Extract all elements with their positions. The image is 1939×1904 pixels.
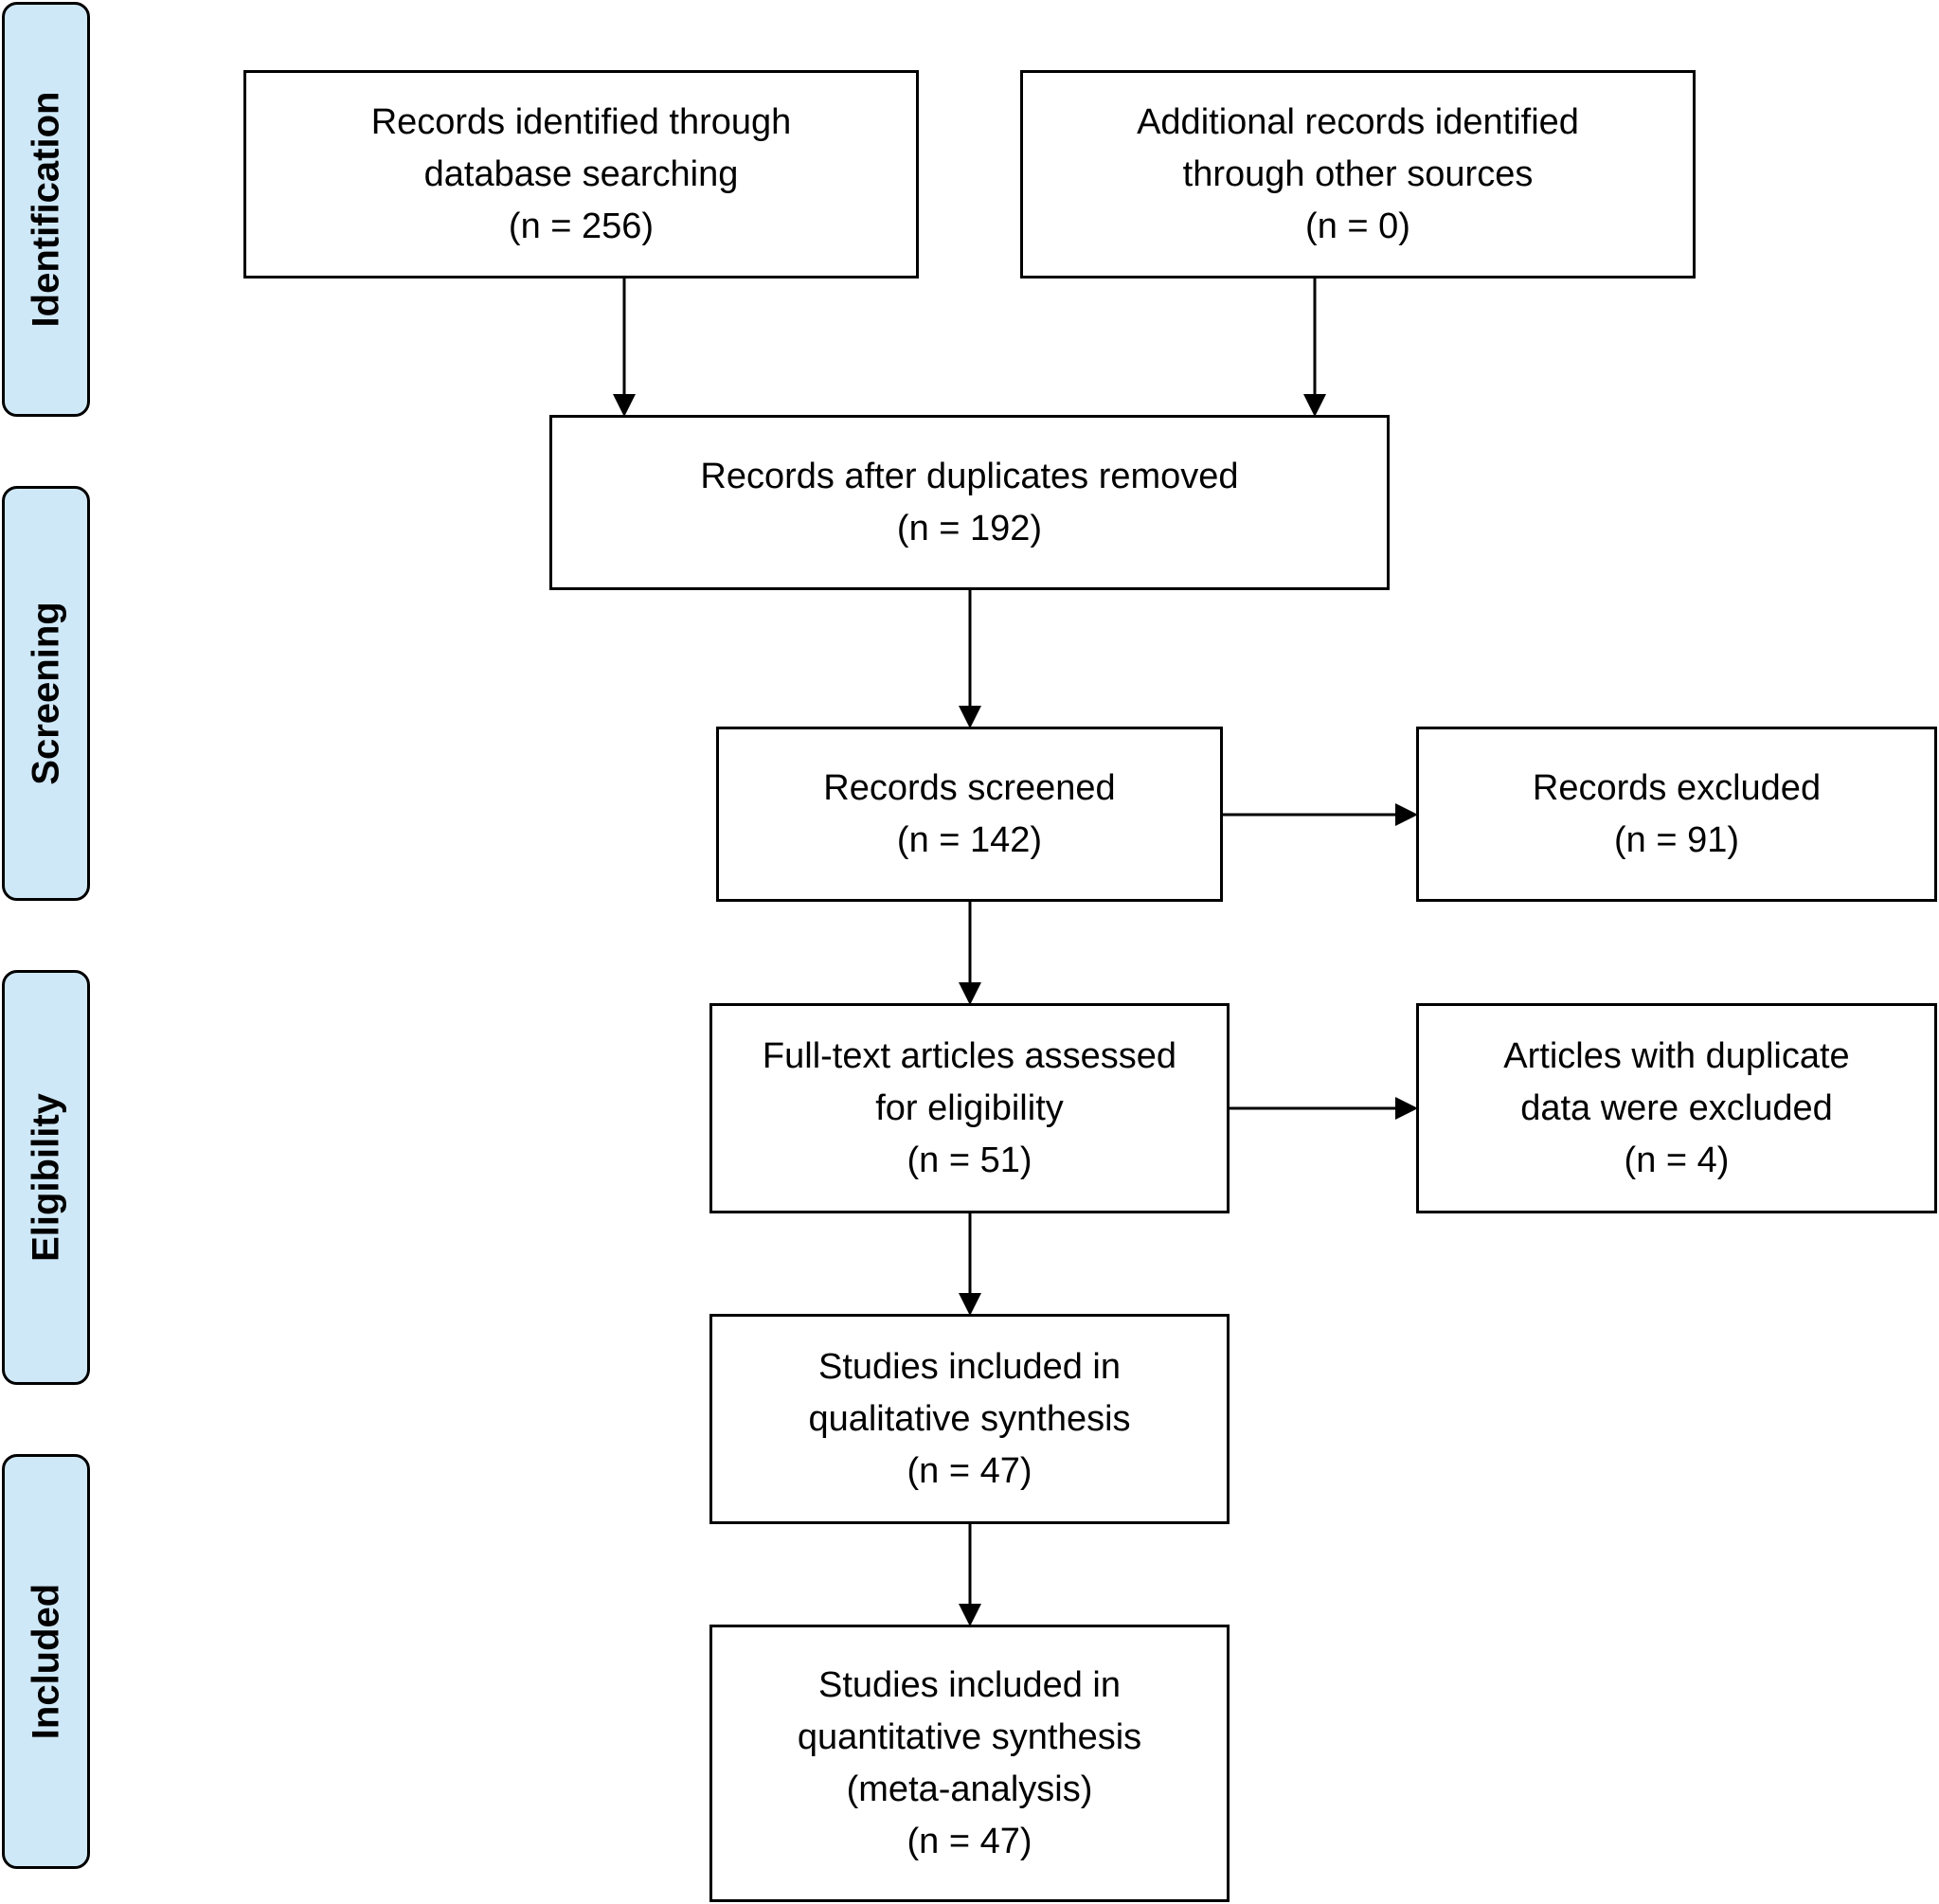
box-records-excluded: Records excluded (n = 91): [1416, 727, 1937, 902]
box-other-sources-line-1: Additional records identified: [1137, 101, 1579, 142]
box-other-sources: Additional records identified through ot…: [1020, 70, 1696, 278]
box-database-records-line-1: Records identified through: [370, 101, 792, 142]
box-records-excluded-line-1: Records excluded: [1532, 767, 1822, 808]
box-quantitative-synthesis-line-1: Studies included in: [818, 1664, 1121, 1705]
box-records-screened-count: (n = 142): [896, 819, 1043, 860]
box-full-text-assessed-count: (n = 51): [907, 1140, 1032, 1180]
box-after-duplicates: Records after duplicates removed (n = 19…: [549, 415, 1390, 590]
box-full-text-assessed-line-1: Full-text articles assessed: [762, 1035, 1177, 1076]
box-other-sources-line-2: through other sources: [1182, 153, 1534, 194]
box-duplicate-data-excluded: Articles with duplicate data were exclud…: [1416, 1003, 1937, 1213]
box-database-records-line-2: database searching: [423, 153, 739, 194]
box-duplicate-data-excluded-count: (n = 4): [1624, 1140, 1730, 1180]
box-database-records-count: (n = 256): [508, 206, 655, 246]
box-quantitative-synthesis-line-3: (meta-analysis): [846, 1769, 1093, 1809]
box-qualitative-synthesis: Studies included in qualitative synthesi…: [709, 1314, 1230, 1524]
box-qualitative-synthesis-line-1: Studies included in: [818, 1346, 1121, 1387]
box-qualitative-synthesis-count: (n = 47): [907, 1450, 1032, 1491]
box-quantitative-synthesis-line-2: quantitative synthesis: [797, 1716, 1142, 1757]
phase-identification: Identification: [2, 2, 90, 417]
box-duplicate-data-excluded-line-2: data were excluded: [1520, 1087, 1833, 1128]
box-database-records: Records identified through database sear…: [243, 70, 919, 278]
box-records-screened-line-1: Records screened: [823, 767, 1116, 808]
box-full-text-assessed: Full-text articles assessed for eligibil…: [709, 1003, 1230, 1213]
phase-eligibility: Eligibility: [2, 970, 90, 1385]
phase-included: Included: [2, 1454, 90, 1869]
phase-screening: Screening: [2, 486, 90, 901]
box-duplicate-data-excluded-line-1: Articles with duplicate: [1503, 1035, 1850, 1076]
box-qualitative-synthesis-line-2: qualitative synthesis: [808, 1398, 1131, 1439]
box-after-duplicates-line-1: Records after duplicates removed: [700, 456, 1239, 496]
box-after-duplicates-count: (n = 192): [896, 508, 1043, 548]
box-full-text-assessed-line-2: for eligibility: [875, 1087, 1064, 1128]
box-quantitative-synthesis-count: (n = 47): [907, 1821, 1032, 1861]
box-records-excluded-count: (n = 91): [1613, 819, 1740, 860]
box-other-sources-count: (n = 0): [1305, 206, 1410, 246]
box-quantitative-synthesis: Studies included in quantitative synthes…: [709, 1625, 1230, 1902]
box-records-screened: Records screened (n = 142): [716, 727, 1223, 902]
